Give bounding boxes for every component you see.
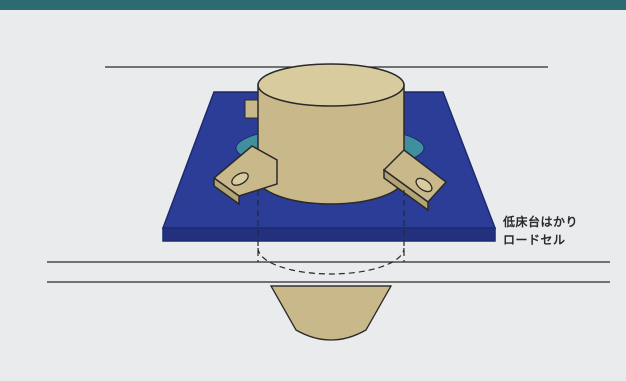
right-bracket-hole bbox=[415, 177, 433, 193]
right-bracket bbox=[382, 149, 448, 212]
hopper-cylinder-top bbox=[257, 63, 405, 107]
platform-front-edge bbox=[162, 227, 496, 242]
hopper-funnel bbox=[269, 285, 393, 341]
left-bracket-hole bbox=[231, 172, 249, 186]
left-bracket bbox=[212, 145, 278, 206]
label-low-floor-scale: 低床台はかり bbox=[503, 215, 579, 229]
top-frame-bar bbox=[0, 0, 626, 10]
hidden-ellipse-arc bbox=[257, 247, 405, 275]
label-load-cell: ロードセル bbox=[503, 233, 566, 247]
